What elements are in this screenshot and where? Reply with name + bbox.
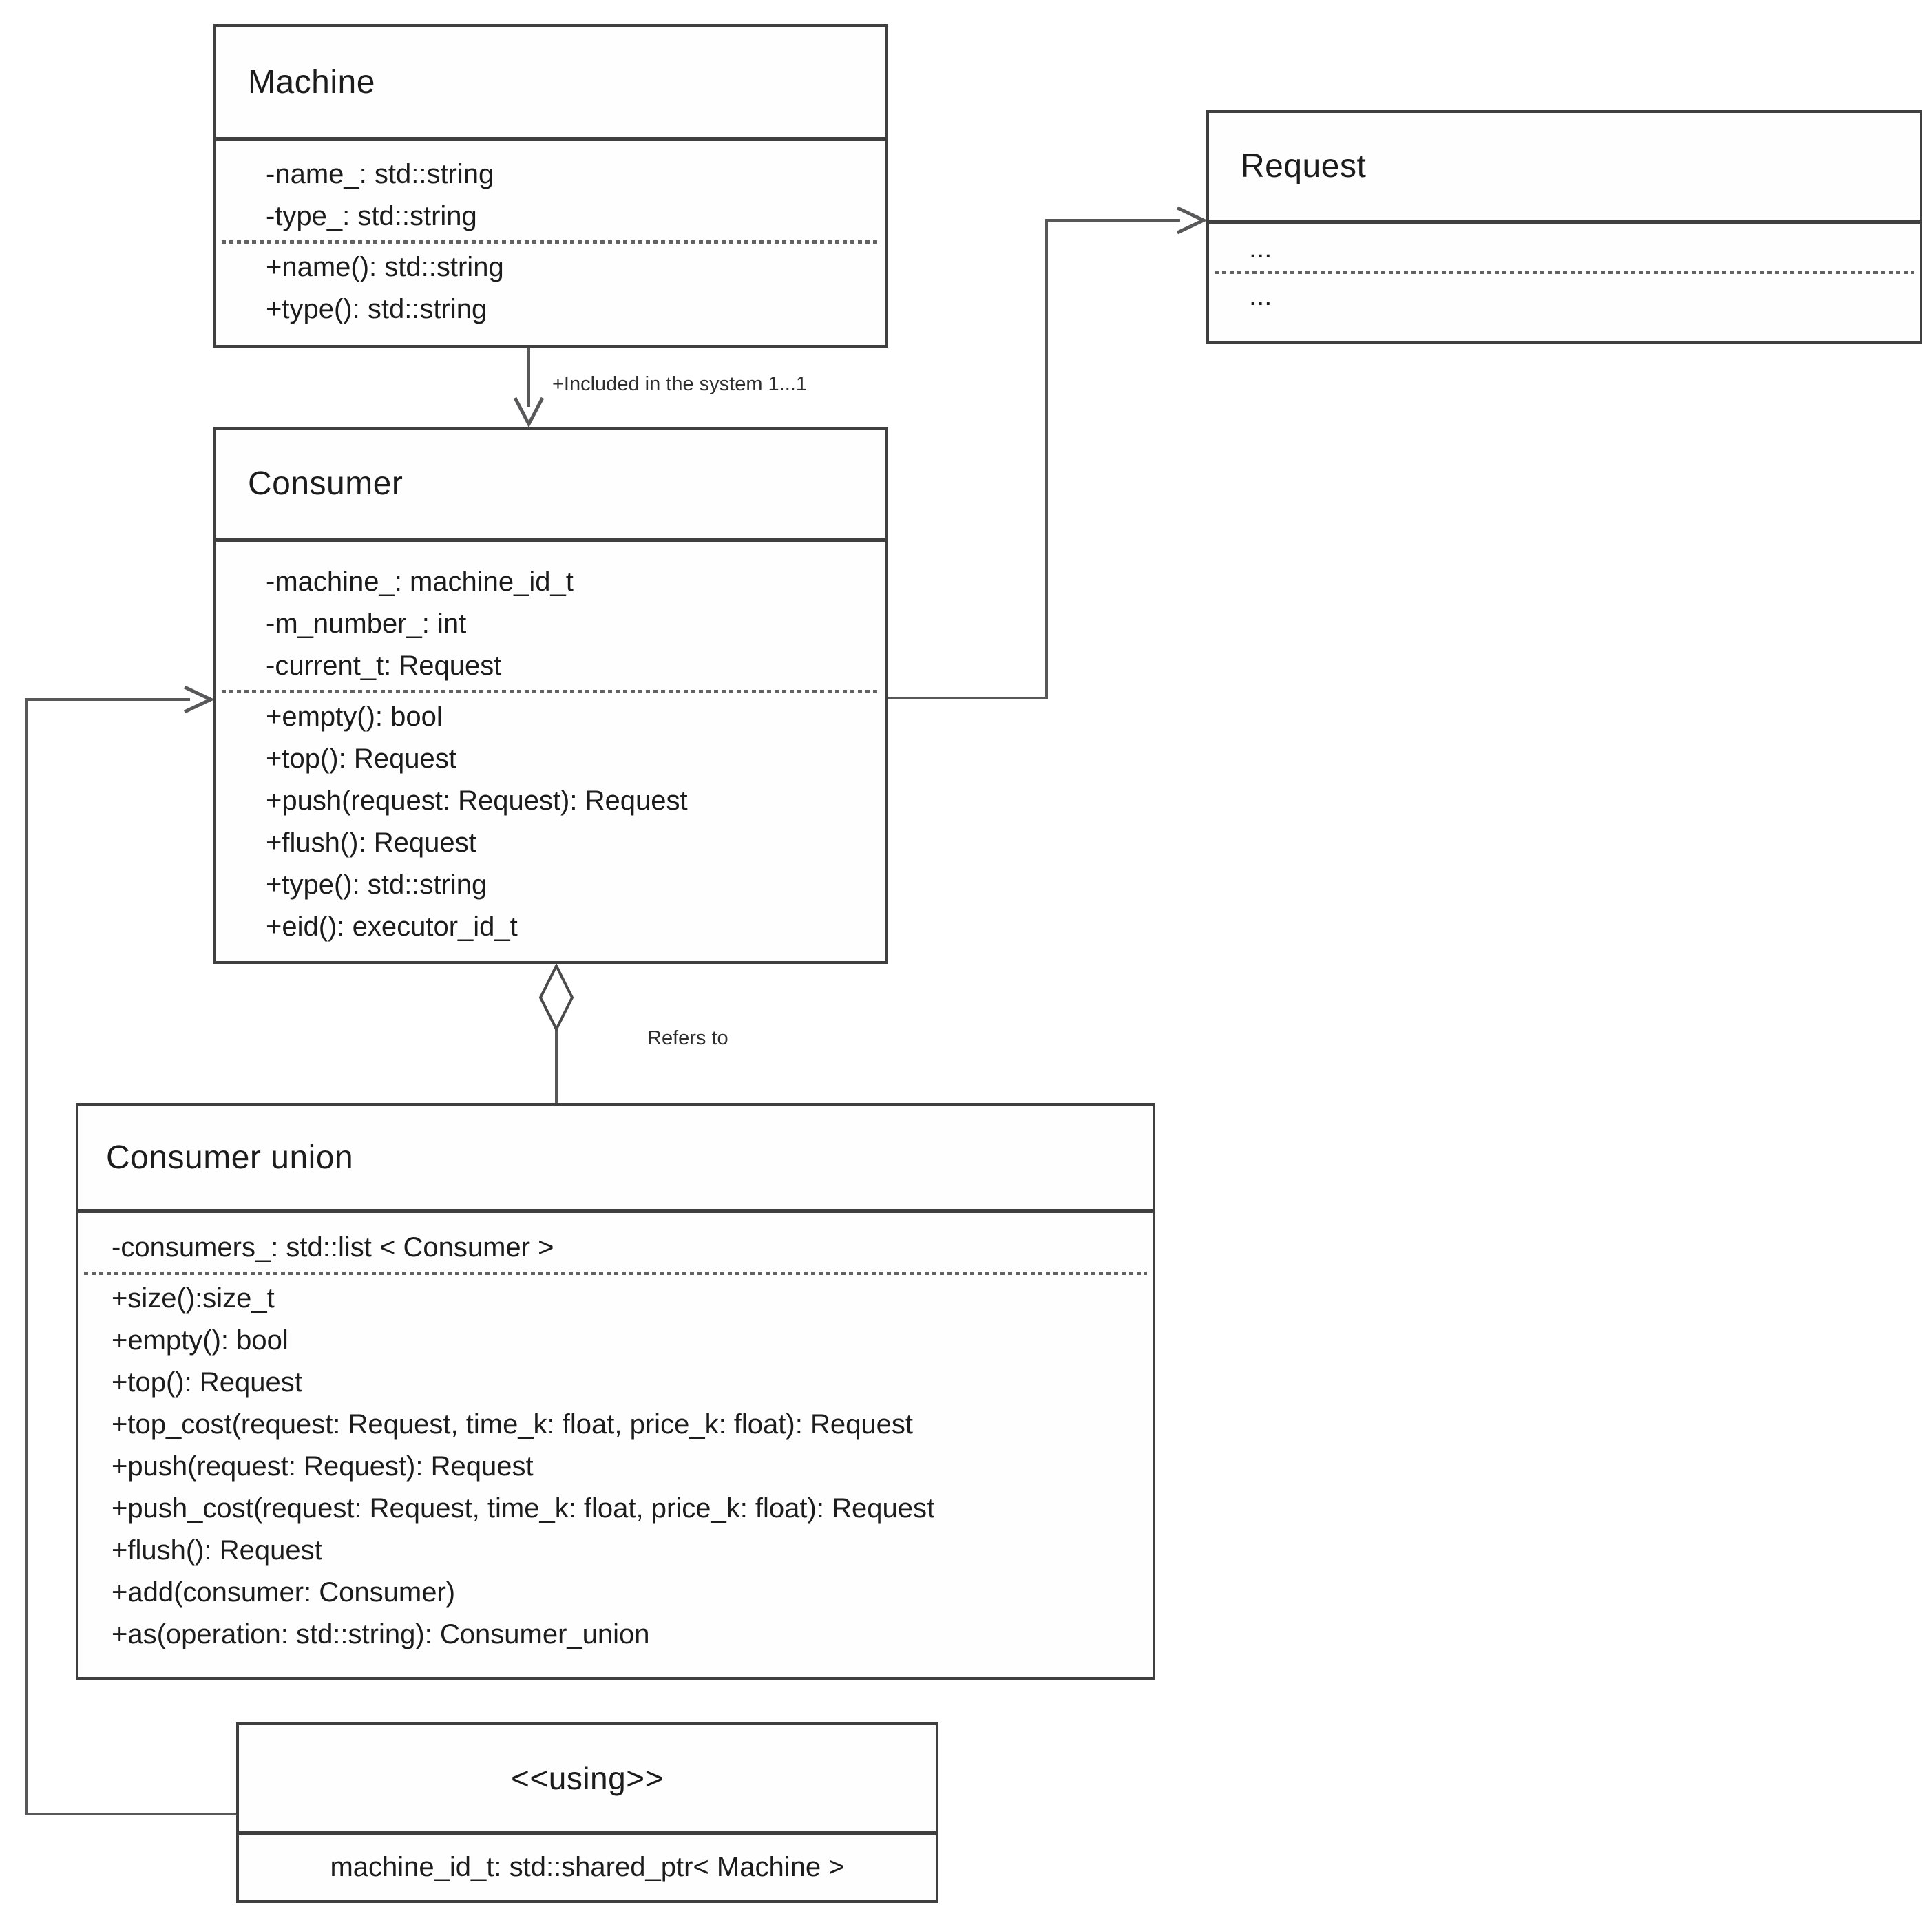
class-consumer-method: +type(): std::string [266,869,487,900]
connector-consumer-request-seg3 [1045,219,1180,222]
connector-using-consumer-top [25,698,190,701]
class-consumer-union-method: +top(): Request [112,1367,302,1398]
class-consumer-union-method: +flush(): Request [112,1535,322,1566]
connector-machine-consumer-line [527,348,530,407]
edge-label-refers-to: Refers to [647,1027,728,1049]
class-machine-title: Machine [216,27,885,141]
class-consumer-method: +empty(): bool [266,702,443,732]
class-request-method: ... [1249,281,1272,311]
class-consumer-title: Consumer [216,430,885,542]
class-consumer-union-method: +size():size_t [112,1283,275,1314]
class-consumer-union-method: +push_cost(request: Request, time_k: flo… [112,1493,935,1524]
class-consumer-method: +eid(): executor_id_t [266,911,518,942]
class-machine-method: +name(): std::string [266,252,504,282]
class-machine-attribute: -name_: std::string [266,159,494,189]
attributes-methods-separator [222,240,880,244]
class-using-typedef: machine_id_t: std::shared_ptr< Machine > [330,1851,845,1882]
class-using[interactable]: <<using>> machine_id_t: std::shared_ptr<… [236,1722,938,1903]
arrowhead-down-icon [513,397,545,427]
class-request-attribute: ... [1249,233,1272,264]
class-consumer-union-method: +as(operation: std::string): Consumer_un… [112,1619,650,1649]
class-consumer-union-title: Consumer union [78,1106,1153,1213]
aggregation-diamond-icon [538,964,574,1031]
class-consumer-attribute: -m_number_: int [266,609,467,639]
connector-consumer-request-seg2 [1045,219,1048,699]
class-consumer-union-method: +empty(): bool [112,1325,288,1356]
attributes-methods-separator [1215,271,1914,274]
class-consumer-union-method: +add(consumer: Consumer) [112,1577,456,1608]
attributes-methods-separator [222,690,880,693]
class-consumer-attribute: -machine_: machine_id_t [266,567,574,597]
class-consumer-method: +top(): Request [266,744,456,774]
class-consumer-method: +flush(): Request [266,828,476,858]
class-using-title: <<using>> [239,1725,936,1835]
class-machine-attribute: -type_: std::string [266,201,477,231]
arrowhead-right-icon [1176,206,1208,235]
arrowhead-right-icon [183,685,215,714]
class-consumer-union[interactable]: Consumer union -consumers_: std::list < … [76,1103,1155,1680]
attributes-methods-separator [84,1272,1147,1275]
connector-union-consumer-line [555,1027,558,1104]
class-consumer-method: +push(request: Request): Request [266,786,688,816]
class-machine-method: +type(): std::string [266,294,487,324]
class-machine[interactable]: Machine -name_: std::string -type_: std:… [213,24,888,348]
class-consumer-union-method: +top_cost(request: Request, time_k: floa… [112,1409,913,1440]
class-consumer-union-attribute: -consumers_: std::list < Consumer > [112,1232,554,1263]
connector-using-consumer-bottom [25,1813,236,1815]
connector-consumer-request-seg1 [888,697,1048,699]
edge-label-included-in-system: +Included in the system 1...1 [552,373,807,395]
class-request[interactable]: Request ... ... [1206,110,1922,344]
class-consumer[interactable]: Consumer -machine_: machine_id_t -m_numb… [213,427,888,964]
connector-using-consumer-vertical [25,698,28,1815]
class-request-title: Request [1209,113,1920,224]
class-consumer-union-method: +push(request: Request): Request [112,1451,534,1482]
class-consumer-attribute: -current_t: Request [266,651,502,681]
